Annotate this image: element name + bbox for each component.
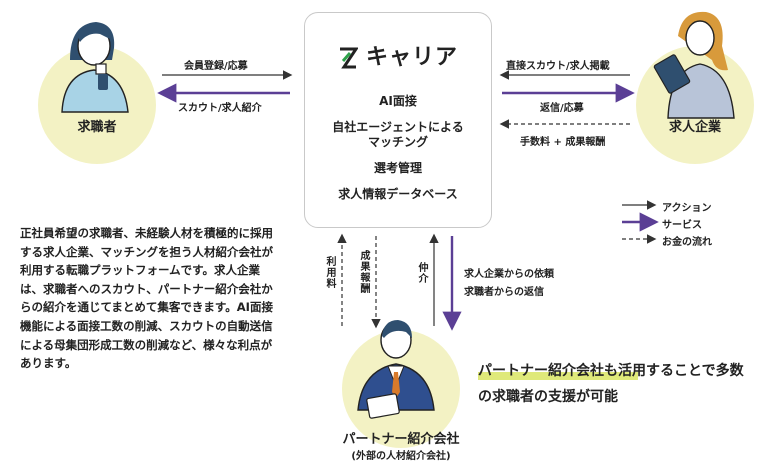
- jobseeker-label: 求職者: [77, 120, 117, 135]
- legend-money: お金の流れ: [662, 237, 712, 248]
- z-logo-icon: [339, 47, 358, 69]
- brand-logo: キャリア: [305, 39, 491, 71]
- company-label: 求人企業: [668, 120, 721, 135]
- highlight-text: パートナー紹介会社も活用することで多数の求職者の支援が可能: [478, 363, 744, 405]
- partner-sublabel: (外部の人材紹介会社): [351, 451, 451, 462]
- description-text: 正社員希望の求職者、未経験人材を積極的に採用する求人企業、マッチングを担う人材紹…: [20, 226, 273, 371]
- label-reply: 返信/応募: [540, 103, 584, 114]
- person-partner-icon: [357, 320, 435, 419]
- platform-box: キャリア AI面接 自社エージェントによる マッチング 選考管理 求人情報データ…: [304, 12, 492, 228]
- label-usage-fee: 利用料: [324, 256, 335, 289]
- person-company-icon: [653, 11, 735, 119]
- feature-job-database: 求人情報データベース: [338, 187, 458, 201]
- feature-ai-interview: AI面接: [379, 94, 417, 108]
- legend-service: サービス: [662, 220, 702, 231]
- highlight-underline: [478, 372, 638, 380]
- person-jobseeker-icon: [61, 22, 129, 113]
- partner-label: パートナー紹介会社: [342, 432, 460, 447]
- label-register: 会員登録/応募: [184, 61, 248, 72]
- feature-agent-matching-2: マッチング: [367, 135, 428, 149]
- legend-action: アクション: [662, 203, 712, 214]
- label-request: 求人企業からの依頼: [464, 269, 554, 280]
- brand-name: キャリア: [365, 45, 458, 70]
- label-direct-scout: 直接スカウト/求人掲載: [506, 61, 610, 72]
- label-mediation: 仲介: [416, 262, 427, 284]
- feature-agent-matching-1: 自社エージェントによる: [332, 120, 464, 134]
- feature-selection-management: 選考管理: [373, 161, 422, 175]
- label-fee: 手数料 + 成果報酬: [520, 137, 606, 148]
- label-success-fee: 成果報酬: [358, 250, 369, 294]
- label-scout: スカウト/求人紹介: [178, 103, 262, 114]
- label-reply-from-seeker: 求職者からの返信: [464, 287, 544, 298]
